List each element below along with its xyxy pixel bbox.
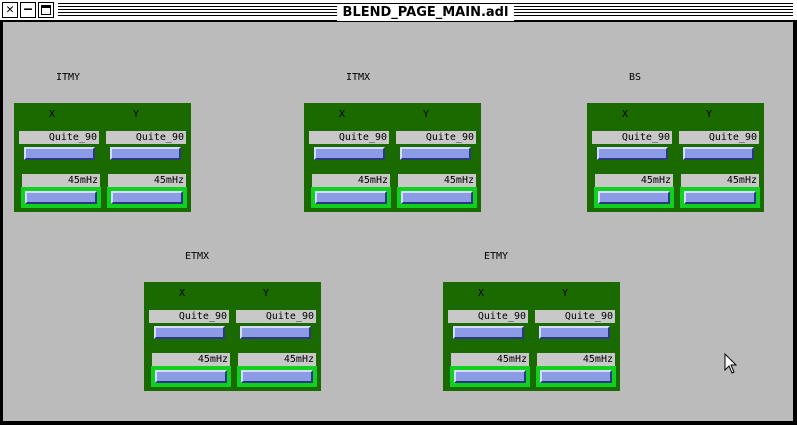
y-mode-button[interactable] <box>683 147 754 160</box>
y-freq-button[interactable] <box>241 370 313 383</box>
y-mode-value: Quite_90 <box>535 310 615 323</box>
x-mode-button[interactable] <box>453 326 524 339</box>
y-freq-frame <box>107 187 187 208</box>
x-freq-frame <box>151 366 231 387</box>
x-freq-frame <box>311 187 391 208</box>
x-freq-value: 45mHz <box>595 174 673 187</box>
y-freq-frame <box>536 366 616 387</box>
x-freq-button[interactable] <box>155 370 227 383</box>
x-mode-value: Quite_90 <box>149 310 229 323</box>
y-mode-value: Quite_90 <box>679 131 759 144</box>
y-freq-value: 45mHz <box>108 174 186 187</box>
x-freq-button[interactable] <box>454 370 526 383</box>
panel-etmy: X Y Quite_90 Quite_90 45mHz 45mHz <box>443 282 620 391</box>
panel-etmx: X Y Quite_90 Quite_90 45mHz 45mHz <box>144 282 321 391</box>
x-freq-frame <box>450 366 530 387</box>
group-label-bs: BS <box>629 72 642 83</box>
y-freq-button[interactable] <box>401 191 473 204</box>
y-axis-label: Y <box>562 288 569 299</box>
y-freq-frame <box>237 366 317 387</box>
x-mode-button[interactable] <box>314 147 385 160</box>
y-mode-button[interactable] <box>539 326 610 339</box>
y-freq-value: 45mHz <box>238 353 316 366</box>
x-freq-value: 45mHz <box>22 174 100 187</box>
x-mode-button[interactable] <box>24 147 95 160</box>
x-freq-button[interactable] <box>598 191 670 204</box>
x-axis-label: X <box>478 288 485 299</box>
x-freq-value: 45mHz <box>451 353 529 366</box>
x-freq-button[interactable] <box>315 191 387 204</box>
x-axis-label: X <box>179 288 186 299</box>
y-freq-value: 45mHz <box>681 174 759 187</box>
x-axis-label: X <box>49 109 56 120</box>
x-mode-value: Quite_90 <box>309 131 389 144</box>
x-freq-value: 45mHz <box>312 174 390 187</box>
x-mode-button[interactable] <box>154 326 225 339</box>
close-icon[interactable]: ✕ <box>2 2 18 18</box>
x-mode-value: Quite_90 <box>19 131 99 144</box>
x-freq-button[interactable] <box>25 191 97 204</box>
y-freq-frame <box>680 187 760 208</box>
y-mode-value: Quite_90 <box>106 131 186 144</box>
y-freq-button[interactable] <box>684 191 756 204</box>
group-label-etmy: ETMY <box>484 251 509 262</box>
group-label-etmx: ETMX <box>185 251 210 262</box>
y-freq-button[interactable] <box>540 370 612 383</box>
y-freq-button[interactable] <box>111 191 183 204</box>
panel-itmy: X Y Quite_90 Quite_90 45mHz 45mHz <box>14 103 191 212</box>
panel-bs: X Y Quite_90 Quite_90 45mHz 45mHz <box>587 103 764 212</box>
group-label-itmx: ITMX <box>346 72 371 83</box>
title-bar[interactable]: ✕ — BLEND_PAGE_MAIN.adl <box>0 0 797 22</box>
x-axis-label: X <box>622 109 629 120</box>
y-mode-button[interactable] <box>240 326 311 339</box>
maximize-icon[interactable] <box>38 2 54 18</box>
title-stripes: BLEND_PAGE_MAIN.adl <box>58 3 793 21</box>
y-freq-value: 45mHz <box>537 353 615 366</box>
y-axis-label: Y <box>706 109 713 120</box>
y-mode-value: Quite_90 <box>236 310 316 323</box>
x-mode-value: Quite_90 <box>592 131 672 144</box>
x-mode-button[interactable] <box>597 147 668 160</box>
window-title: BLEND_PAGE_MAIN.adl <box>336 5 515 21</box>
y-freq-value: 45mHz <box>398 174 476 187</box>
x-axis-label: X <box>339 109 346 120</box>
y-axis-label: Y <box>133 109 140 120</box>
y-mode-value: Quite_90 <box>396 131 476 144</box>
minimize-icon[interactable]: — <box>20 2 36 18</box>
x-freq-frame <box>594 187 674 208</box>
y-axis-label: Y <box>423 109 430 120</box>
y-mode-button[interactable] <box>400 147 471 160</box>
x-freq-value: 45mHz <box>152 353 230 366</box>
mouse-pointer-icon <box>724 353 738 374</box>
y-axis-label: Y <box>263 288 270 299</box>
y-mode-button[interactable] <box>110 147 181 160</box>
y-freq-frame <box>397 187 477 208</box>
x-mode-value: Quite_90 <box>448 310 528 323</box>
panel-itmx: X Y Quite_90 Quite_90 45mHz 45mHz <box>304 103 481 212</box>
group-label-itmy: ITMY <box>56 72 81 83</box>
x-freq-frame <box>21 187 101 208</box>
main-canvas: ITMY X Y Quite_90 Quite_90 45mHz 45mHz I… <box>3 22 793 421</box>
